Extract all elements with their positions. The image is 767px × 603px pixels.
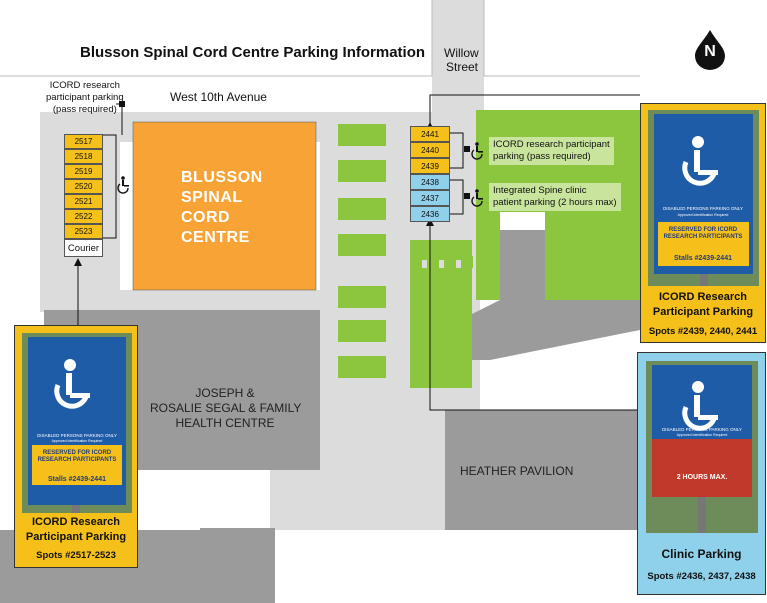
card-clinic-title: Clinic Parking bbox=[661, 547, 742, 561]
segal-label-line: JOSEPH & bbox=[195, 386, 255, 400]
sign-reserved: RESEARCH PARTICIPANTS bbox=[38, 457, 117, 463]
note-left-line: (pass required) bbox=[52, 104, 117, 115]
street-label-west10: West 10th Avenue bbox=[170, 90, 267, 104]
pin-icord-right bbox=[464, 146, 470, 152]
north-arrow-icon: N bbox=[693, 30, 727, 70]
green-patch-13 bbox=[461, 256, 473, 268]
sign-header: DISABLED PERSONS PARKING ONLY bbox=[663, 206, 743, 211]
green-patch-11 bbox=[427, 256, 439, 268]
street-label-willow-2: Street bbox=[446, 60, 479, 74]
card-right-top-title-line: ICORD Research bbox=[658, 291, 748, 303]
stall-2437: 2437 bbox=[410, 190, 450, 206]
sign-header: DISABLED PERSONS PARKING ONLY bbox=[37, 433, 117, 438]
stall-2521: 2521 bbox=[64, 194, 103, 209]
note-clinic-line: patient parking (2 hours max) bbox=[493, 197, 617, 208]
card-clinic-spots: Spots #2436, 2437, 2438 bbox=[647, 571, 756, 582]
segal-label: JOSEPH & ROSALIE SEGAL & FAMILY HEALTH C… bbox=[150, 386, 302, 431]
heather-pavilion-wing bbox=[440, 230, 640, 360]
green-patch-10 bbox=[410, 256, 422, 268]
green-patch-2 bbox=[338, 160, 386, 182]
note-icord-line: parking (pass required) bbox=[493, 151, 591, 162]
card-icord-left: DISABLED PERSONS PARKING ONLY Approved I… bbox=[14, 325, 138, 568]
sign-reserved: RESERVED FOR ICORD bbox=[43, 450, 112, 456]
segal-label-line: ROSALIE SEGAL & FAMILY bbox=[150, 401, 302, 415]
card-left-title: ICORD Research Participant Parking bbox=[15, 515, 137, 545]
blusson-label-line: CORD bbox=[181, 209, 231, 226]
wheelchair-icon bbox=[471, 189, 483, 207]
stall-2520: 2520 bbox=[64, 179, 103, 194]
green-patch-8 bbox=[410, 240, 472, 260]
sign-max: 2 HOURS MAX. bbox=[677, 474, 728, 481]
sign-sub: Approved Identification Required bbox=[52, 439, 103, 443]
leader-lines bbox=[77, 94, 640, 411]
card-left-title-line: Participant Parking bbox=[25, 531, 127, 543]
street-label-willow-1: Willow bbox=[444, 46, 479, 60]
note-clinic-line: Integrated Spine clinic bbox=[493, 185, 587, 196]
green-patch-6 bbox=[338, 320, 386, 342]
sign-sub: Approved Identification Required bbox=[678, 213, 729, 217]
clinic-sign-photo: DISABLED PERSONS PARKING ONLY Approved I… bbox=[646, 361, 758, 533]
stall-2522: 2522 bbox=[64, 209, 103, 224]
pin-clinic-right bbox=[464, 193, 470, 199]
icord-sign-photo: DISABLED PERSONS PARKING ONLY Approved I… bbox=[22, 333, 132, 513]
note-left-line: participant parking bbox=[46, 92, 124, 103]
card-clinic: DISABLED PERSONS PARKING ONLY Approved I… bbox=[637, 352, 766, 595]
card-right-top-title: ICORD Research Participant Parking bbox=[641, 290, 765, 320]
north-label: N bbox=[704, 43, 716, 60]
stall-2438: 2438 bbox=[410, 174, 450, 190]
blusson-label-line: BLUSSON bbox=[181, 169, 263, 186]
blusson-label-line: CENTRE bbox=[181, 229, 250, 246]
wheelchair-icon bbox=[471, 142, 483, 160]
heather-label: HEATHER PAVILION bbox=[460, 464, 574, 478]
green-patch-12 bbox=[444, 256, 456, 268]
segal-label-line: HEALTH CENTRE bbox=[175, 416, 275, 430]
note-icord-right: ICORD research participant parking (pass… bbox=[489, 137, 614, 165]
green-patch-9 bbox=[410, 268, 472, 388]
sign-sub: Approved Identification Required bbox=[677, 433, 728, 437]
stall-2439: 2439 bbox=[410, 158, 450, 174]
segal-building bbox=[120, 310, 320, 470]
note-left-line: ICORD research bbox=[49, 80, 120, 91]
sign-reserved: RESERVED FOR ICORD bbox=[669, 227, 738, 233]
arrow-courier bbox=[74, 258, 82, 266]
stall-2523: 2523 bbox=[64, 224, 103, 239]
stall-2440: 2440 bbox=[410, 142, 450, 158]
pin-left bbox=[119, 101, 125, 107]
sign-reserved: RESEARCH PARTICIPANTS bbox=[664, 234, 743, 240]
blusson-label: BLUSSON SPINAL CORD CENTRE bbox=[181, 168, 263, 248]
blusson-building bbox=[132, 121, 317, 291]
willow-street-road bbox=[432, 0, 484, 112]
note-icord-line: ICORD research participant bbox=[493, 139, 610, 150]
map-title: Blusson Spinal Cord Centre Parking Infor… bbox=[80, 44, 426, 61]
green-patch-7 bbox=[338, 356, 386, 378]
card-left-spots: Spots #2517-2523 bbox=[36, 550, 116, 561]
card-icord-right: DISABLED PERSONS PARKING ONLY Approved I… bbox=[640, 103, 766, 343]
south-building bbox=[200, 528, 275, 603]
blusson-label-line: SPINAL bbox=[181, 189, 243, 206]
note-clinic-right: Integrated Spine clinic patient parking … bbox=[489, 183, 621, 211]
stall-2441: 2441 bbox=[410, 126, 450, 142]
note-left: ICORD research participant parking (pass… bbox=[46, 80, 124, 116]
stall-2436: 2436 bbox=[410, 206, 450, 222]
courier-stall: Courier bbox=[64, 239, 103, 257]
card-right-top-spots: Spots #2439, 2440, 2441 bbox=[648, 326, 758, 337]
card-right-top-title-line: Participant Parking bbox=[652, 306, 754, 318]
sign-header: DISABLED PERSONS PARKING ONLY bbox=[662, 427, 742, 432]
stall-2517: 2517 bbox=[64, 134, 103, 149]
sign-stalls: Stalls #2439-2441 bbox=[48, 476, 106, 483]
card-left-title-line: ICORD Research bbox=[31, 516, 121, 528]
icord-sign-photo: DISABLED PERSONS PARKING ONLY Approved I… bbox=[648, 110, 759, 286]
green-patch-4 bbox=[338, 234, 386, 256]
stall-2518: 2518 bbox=[64, 149, 103, 164]
stall-2519: 2519 bbox=[64, 164, 103, 179]
heather-pavilion-building bbox=[445, 410, 640, 530]
sign-stalls: Stalls #2439-2441 bbox=[674, 255, 732, 262]
arrow-clinic-right bbox=[426, 218, 434, 226]
green-patch-1 bbox=[338, 124, 386, 146]
wheelchair-icon bbox=[117, 176, 129, 194]
green-patch-5 bbox=[338, 286, 386, 308]
green-patch-3 bbox=[338, 198, 386, 220]
